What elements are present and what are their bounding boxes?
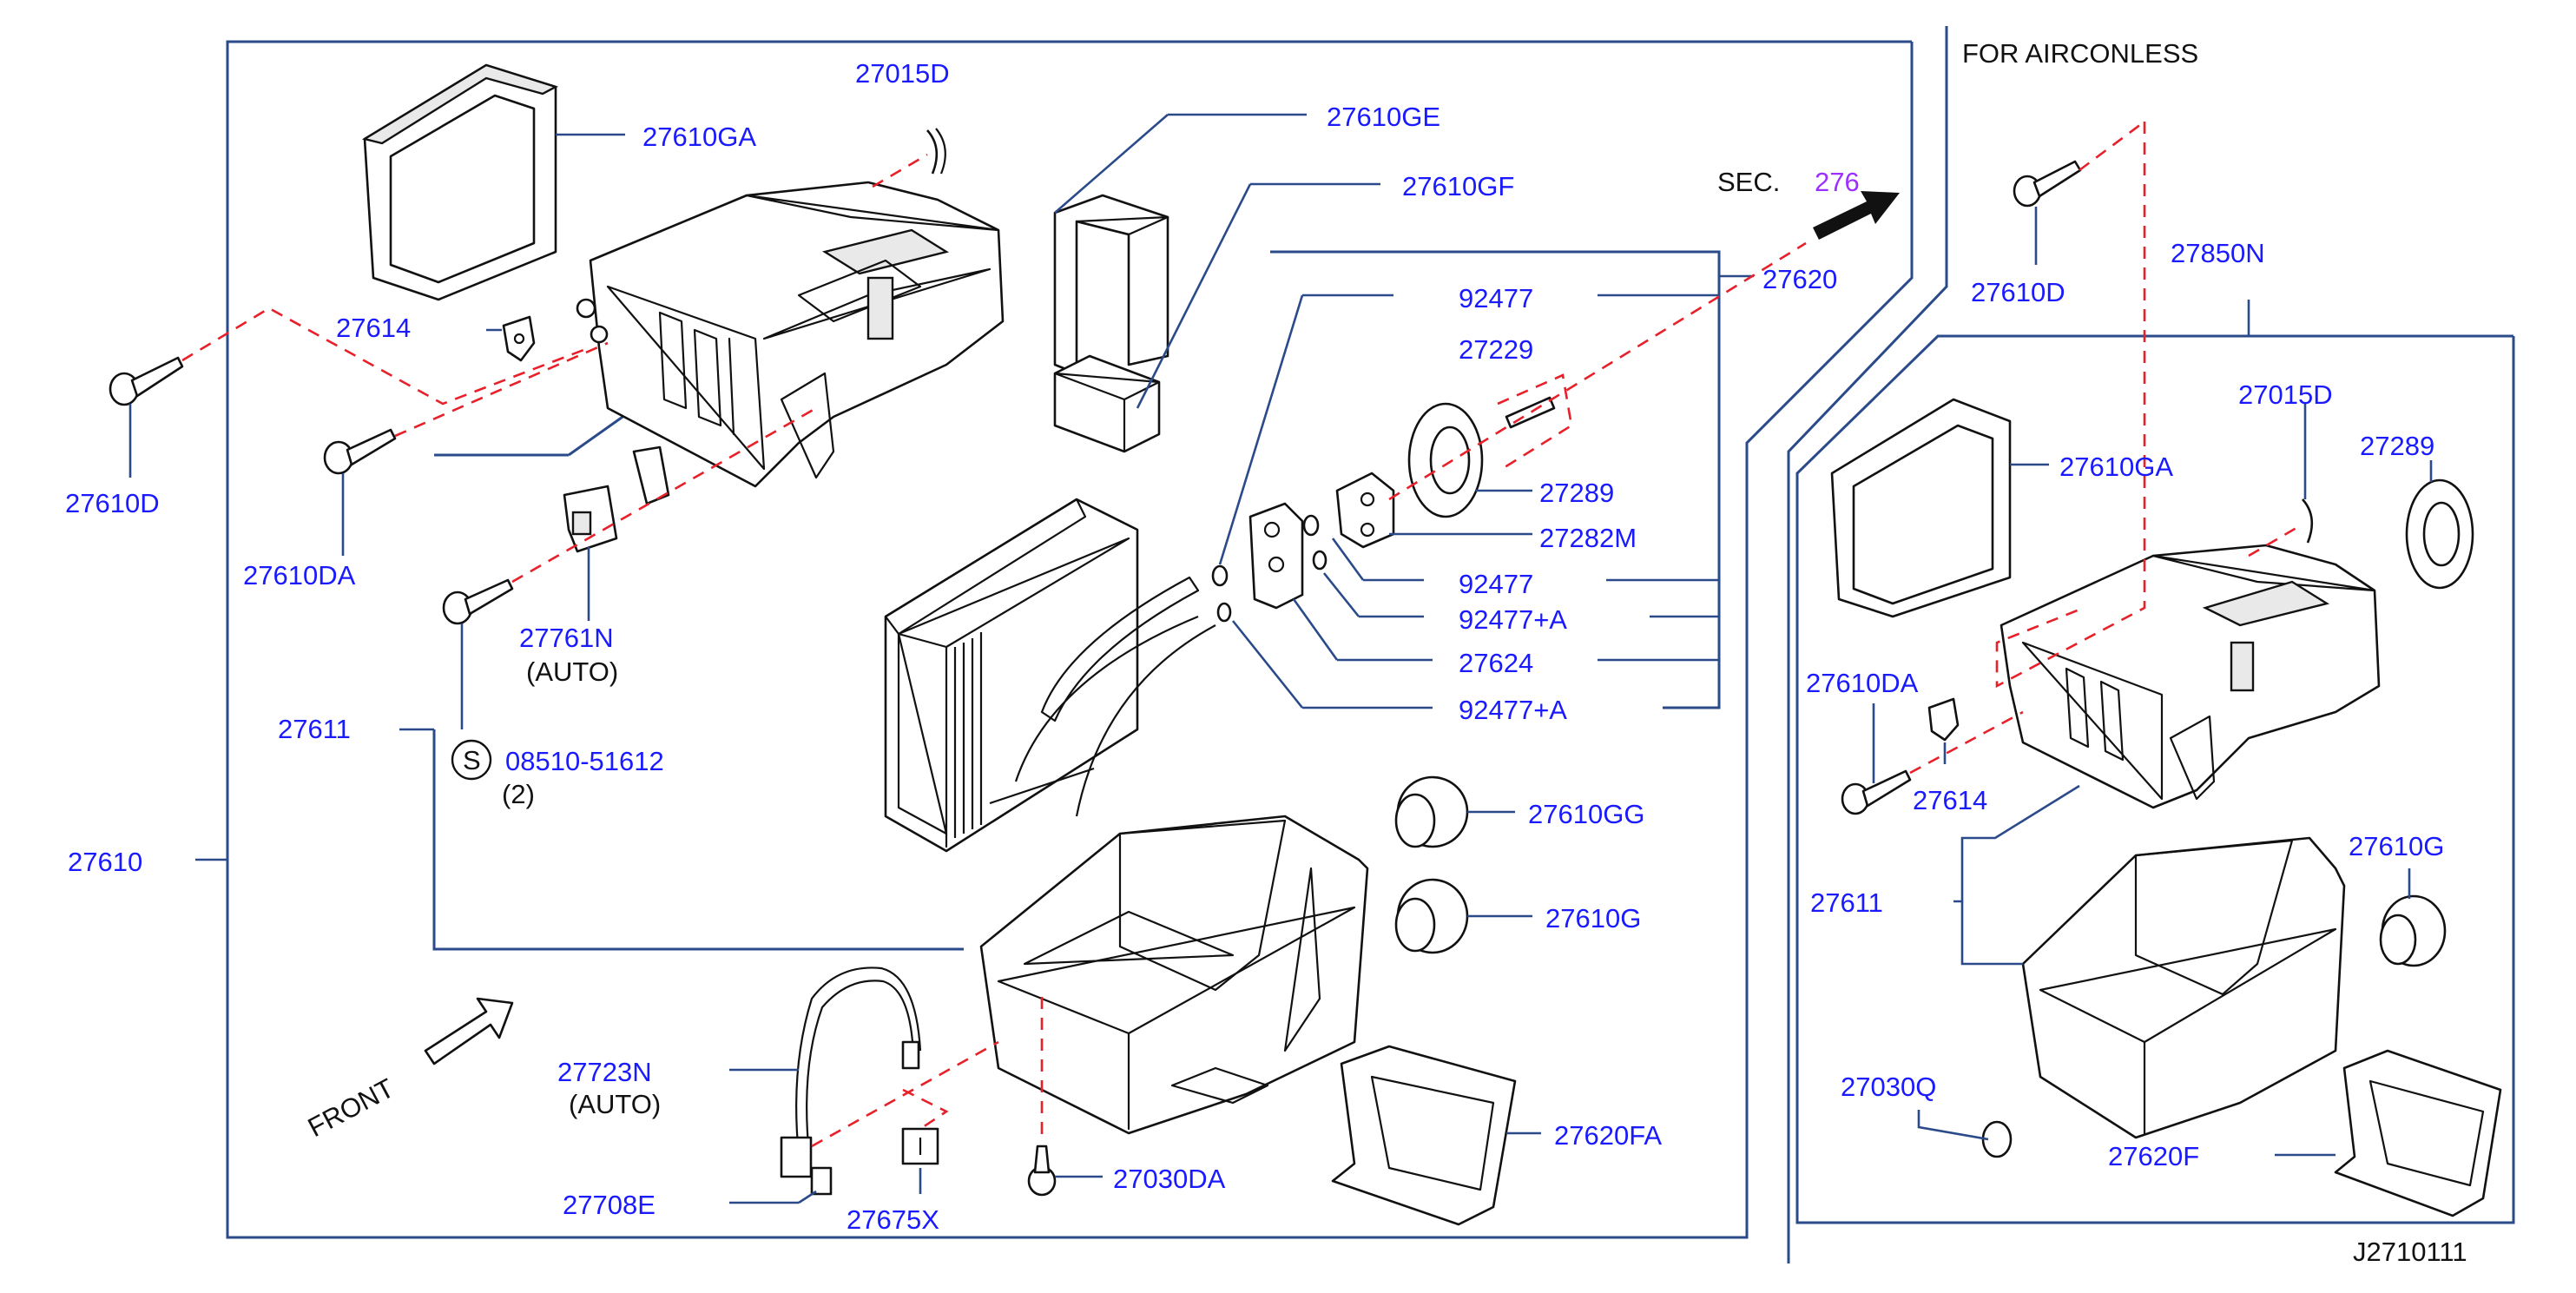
spacer-27610g-icon: [1394, 878, 1469, 954]
screw-27610d-right-icon: [2013, 160, 2082, 208]
evaporator-housing-icon: [576, 181, 1005, 488]
sensor-27761n-icon: [563, 445, 670, 553]
label-27030q: 27030Q: [1841, 1072, 1936, 1102]
label-27761n: 27761N: [519, 623, 614, 653]
label-27611: 27611: [278, 714, 351, 744]
label-27015d-right: 27015D: [2238, 379, 2333, 410]
label-27282m: 27282M: [1539, 523, 1637, 553]
label-27015d: 27015D: [855, 58, 950, 89]
label-for-airconless: FOR AIRCONLESS: [1962, 38, 2198, 69]
label-27708e: 27708E: [563, 1190, 656, 1220]
label-27620: 27620: [1762, 264, 1837, 294]
label-27610g: 27610G: [1545, 903, 1641, 933]
label-front: FRONT: [303, 1072, 399, 1143]
label-s-symbol: S: [463, 745, 481, 775]
evaporator-housing-right-icon: [2000, 544, 2381, 809]
label-08510-qty: (2): [502, 779, 535, 809]
filter-frame-27610ga-icon: [361, 63, 559, 301]
label-27030da: 27030DA: [1113, 1164, 1226, 1194]
label-27289-right: 27289: [2360, 431, 2434, 461]
label-27620f: 27620F: [2108, 1141, 2199, 1171]
o-ring-92477-icon: [1211, 514, 1328, 623]
label-27675x: 27675X: [847, 1204, 939, 1235]
labels-right: FOR AIRCONLESS 27610D 27850N 27015D 2728…: [1806, 38, 2467, 1267]
label-92477-a: 92477: [1459, 283, 1533, 313]
label-27620fa: 27620FA: [1554, 1120, 1662, 1151]
block-27282m-icon: [1335, 472, 1395, 549]
label-27850n: 27850N: [2171, 238, 2265, 268]
spacer-27610g-right-icon: [2379, 894, 2447, 967]
label-27614: 27614: [336, 313, 411, 343]
label-27610gg: 27610GG: [1528, 799, 1644, 829]
connector-27675x-icon: [901, 1127, 939, 1165]
bracket-27614-right-icon: [1927, 697, 1960, 742]
labels-left: 27015D 27610GA 27610GE 27610GF 27620 276…: [65, 58, 1860, 1235]
filter-frame-27610ga-right-icon: [1830, 398, 2012, 618]
clip-27015d-icon: [926, 128, 946, 175]
label-27610ga-right: 27610GA: [2059, 452, 2173, 482]
label-08510-51612: 08510-51612: [505, 746, 664, 776]
grommet-27289-right-icon: [2405, 478, 2474, 590]
label-27723n-note: (AUTO): [569, 1089, 661, 1119]
screw-08510-icon: [442, 578, 514, 625]
expansion-valve-27624-icon: [1248, 502, 1304, 610]
clip-27015d-right-icon: [2302, 498, 2314, 544]
label-27610d: 27610D: [65, 488, 160, 518]
leader-lines: [128, 113, 2433, 1204]
evaporator-core-icon: [884, 498, 1216, 853]
label-27761n-note: (AUTO): [526, 656, 618, 687]
screw-27610da-right-icon: [1841, 769, 1912, 815]
label-27610da-right: 27610DA: [1806, 668, 1919, 698]
assembly-lines: [181, 120, 2302, 1148]
label-27610g-right: 27610G: [2349, 831, 2444, 861]
label-92477-b: 92477: [1459, 569, 1533, 599]
label-92477a-b: 92477+A: [1459, 695, 1567, 725]
front-arrow-icon: [424, 997, 514, 1065]
screw-27610da-icon: [323, 428, 397, 475]
seal-27620f-right-icon: [2334, 1049, 2502, 1217]
screw-27610d-icon: [109, 356, 184, 406]
clip-27708e-icon: [810, 1166, 833, 1196]
label-sec-276[interactable]: 276: [1815, 167, 1860, 197]
label-27624: 27624: [1459, 648, 1533, 678]
label-sec: SEC.: [1717, 167, 1780, 197]
sensor-wire-27723n-icon: [780, 966, 922, 1178]
label-27289: 27289: [1539, 478, 1614, 508]
label-92477a-a: 92477+A: [1459, 604, 1567, 635]
figure-code: J2710111: [2353, 1237, 2467, 1267]
section-arrow-icon: [1813, 191, 1900, 240]
label-27610ga: 27610GA: [642, 122, 756, 152]
screw-27030da-icon: [1027, 1145, 1057, 1197]
label-27610d-right: 27610D: [1971, 277, 2065, 307]
label-27610da: 27610DA: [243, 560, 356, 590]
label-27723n: 27723N: [557, 1057, 652, 1087]
label-27610ge: 27610GE: [1327, 102, 1440, 132]
label-27614-right: 27614: [1913, 785, 1987, 815]
label-27229: 27229: [1459, 334, 1533, 365]
s-symbol-icon: [451, 739, 492, 781]
bracket-27614-icon: [502, 315, 536, 362]
seal-27620fa-icon: [1331, 1045, 1517, 1226]
grommet-27289-icon: [1407, 402, 1484, 518]
label-27611-right: 27611: [1810, 887, 1883, 918]
lower-case-27611-icon: [979, 815, 1369, 1135]
label-27610: 27610: [68, 847, 142, 877]
spacer-27610gg-icon: [1394, 775, 1469, 848]
lower-case-27611-right-icon: [2021, 836, 2346, 1139]
seal-27610ge-icon: [1053, 194, 1169, 375]
label-27610gf: 27610GF: [1402, 171, 1514, 201]
seal-27610gf-icon: [1053, 354, 1161, 453]
frame-lines: [226, 26, 2515, 1263]
